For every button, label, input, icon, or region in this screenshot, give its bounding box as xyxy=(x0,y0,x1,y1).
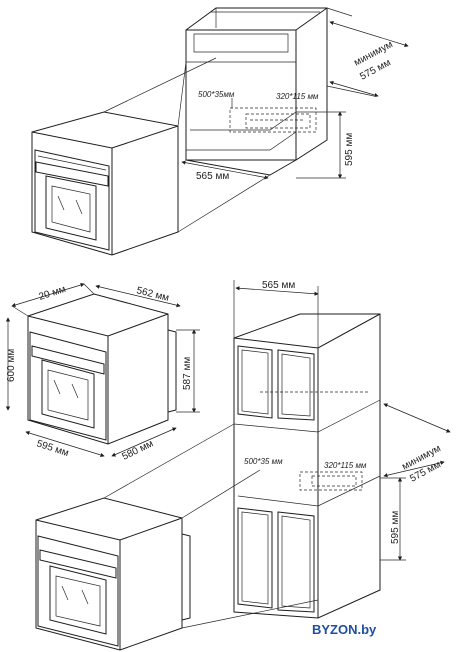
col-cut-label: 500*35 мм xyxy=(244,457,283,466)
col-height-label: 595 мм xyxy=(390,511,401,544)
mid-body-depth-label: 580 мм xyxy=(120,438,155,463)
mid-oven xyxy=(27,293,177,445)
mid-width-label: 595 мм xyxy=(35,438,70,459)
mid-dimensions: 20 мм 562 мм 600 мм 587 мм 595 мм 580 мм xyxy=(5,283,200,463)
mid-height-front-label: 600 мм xyxy=(6,349,17,382)
col-vent-label: 320*115 мм xyxy=(324,461,367,470)
bottom-oven xyxy=(35,497,191,651)
col-width-label: 565 мм xyxy=(262,280,295,291)
top-cut-label: 500*35мм xyxy=(198,90,235,99)
top-dimensions: 565 мм 595 мм минимум 575 мм 320*115 мм … xyxy=(181,7,409,182)
top-height-label: 595 мм xyxy=(344,133,355,166)
mid-depth-top-label: 20 мм xyxy=(38,284,68,303)
top-width-label: 565 мм xyxy=(196,171,229,182)
top-cabinet xyxy=(185,7,328,176)
mid-height-body-label: 587 мм xyxy=(182,357,193,390)
mid-depth-label: 562 мм xyxy=(135,285,170,304)
brand-watermark: BYZON.by xyxy=(312,622,377,637)
top-vent-label: 320*115 мм xyxy=(276,92,319,101)
column-cabinet xyxy=(233,313,381,619)
top-oven xyxy=(31,111,179,256)
